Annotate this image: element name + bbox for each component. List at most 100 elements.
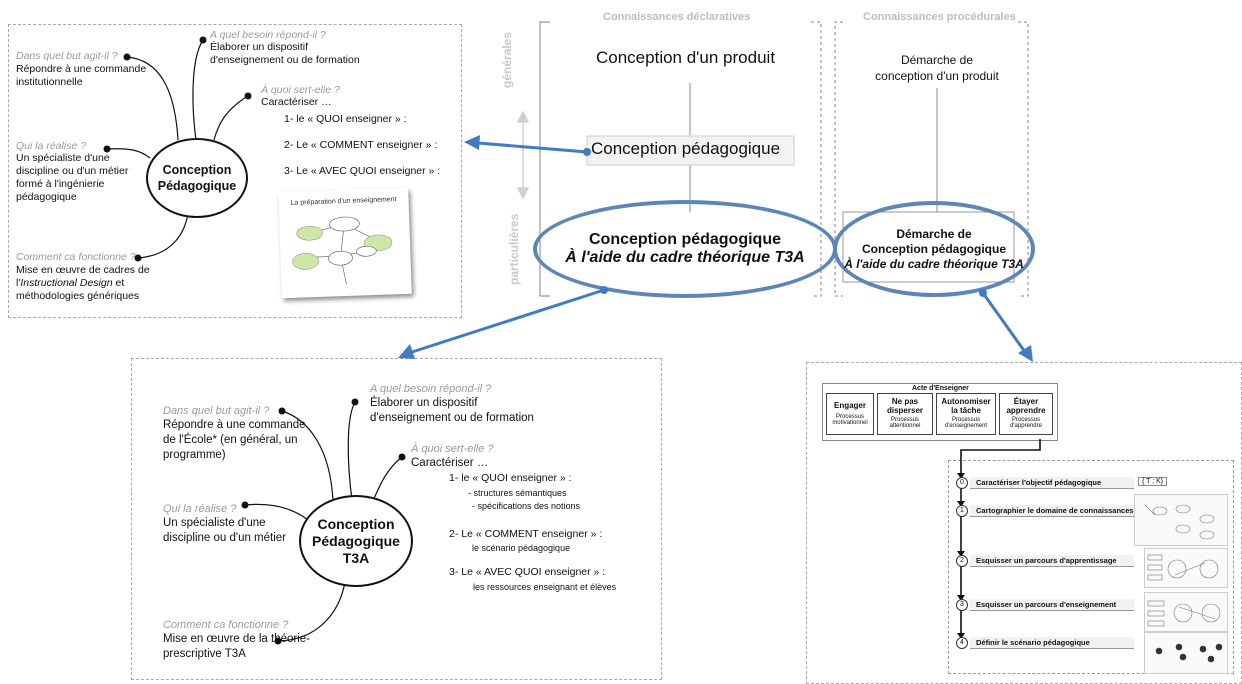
hdr-declaratives: Connaissances déclaratives — [603, 11, 751, 23]
tl-answer-qui-line: discipline ou d'un métier — [16, 165, 129, 177]
step-2-label: Esquisser un parcours d'apprentissage — [970, 555, 1134, 567]
bl-item-2: 2- Le « COMMENT enseigner » : — [449, 528, 603, 540]
tl-answer-but-line: Répondre à une commande — [16, 63, 147, 75]
top-left-panel — [8, 24, 462, 318]
step-3-thumbnail-drawing — [1147, 600, 1221, 627]
acte-title: Acte d'Enseigner — [912, 385, 969, 392]
step-3-number: 3 — [956, 599, 968, 611]
demarche-produit-line: conception d'un produit — [875, 69, 999, 83]
acte-box-disperser: Ne pas disperser Processus attentionnel — [877, 393, 933, 435]
center-ellipse-t3a: Conception pédagogique À l'aide du cadre… — [533, 200, 837, 298]
conception-pedagogique-box: Conception pédagogique — [591, 139, 781, 158]
acte-box-title: Étayer apprendre — [1006, 397, 1046, 415]
tl-answer-qui-line: Un spécialiste d'une — [16, 152, 110, 164]
tl-question-comment: Comment ca fonctionne ? — [16, 251, 136, 263]
bl-question-qui: Qui la réalise ? — [163, 503, 237, 515]
bl-answer-besoin-line: d'enseignement ou de formation — [370, 412, 534, 424]
tl-item-3: 3- Le « AVEC QUOI enseigner » : — [284, 165, 441, 177]
bl-answer-but-line: Répondre à une commande — [163, 419, 306, 431]
top-left-connectors — [103, 36, 252, 262]
step-4-number: 4 — [956, 637, 968, 649]
right-ellipse-line2: Conception pédagogique — [862, 241, 1006, 256]
acte-box-title: Ne pas disperser — [886, 397, 924, 415]
step-1-number: 1 — [956, 505, 968, 517]
tl-answer-qui-line: pédagogique — [16, 191, 77, 203]
right-ellipse-line1: Démarche de — [896, 226, 972, 241]
tl-answer-besoin: Élaborer un dispositif d'enseignement ou… — [210, 41, 360, 67]
bl-answer-qui-line: Un spécialiste d'une — [163, 517, 266, 529]
demarche-produit: Démarche de conception d'un produit — [862, 52, 1012, 84]
tl-item-2: 2- Le « COMMENT enseigner » : — [284, 139, 438, 151]
tl-question-sert: À quoi sert-elle ? — [261, 84, 340, 96]
center-ellipse-line2: À l'aide du cadre théorique T3A — [565, 249, 805, 266]
step-2-thumbnail — [1144, 548, 1228, 588]
tl-center-line: Pédagogique — [157, 179, 237, 193]
conception-produit: Conception d'un produit — [596, 48, 776, 67]
bl-answer-sert: Caractériser … — [411, 457, 489, 469]
tl-center-line: Conception — [162, 163, 232, 177]
step-1-thumbnail-drawing — [1144, 504, 1215, 540]
tl-answer-besoin-line: Élaborer un dispositif — [210, 41, 309, 53]
tl-question-but: Dans quel but agit-il ? — [16, 50, 118, 62]
bl-item-2-sub: le scénario pédagogique — [472, 543, 571, 553]
bl-item-3-sub: les ressources enseignant et élèves — [473, 582, 617, 592]
bl-item-3: 3- Le « AVEC QUOI enseigner » : — [449, 566, 606, 578]
hdr-procedurales: Connaissances procédurales — [863, 11, 1016, 23]
acte-box-sub: Processus attentionnel — [889, 417, 921, 429]
bl-answer-besoin: Élaborer un dispositif d'enseignement ou… — [370, 396, 534, 426]
center-ellipse-line1: Conception pédagogique — [589, 231, 781, 248]
bl-answer-besoin-line: Élaborer un dispositif — [370, 397, 478, 409]
acte-box-engager: Engager Processus motivationnel — [826, 393, 874, 435]
tl-comment-part: et — [112, 277, 125, 289]
tl-answer-comment-line: méthodologies génériques — [16, 290, 140, 302]
bl-question-comment: Comment ca fonctionne ? — [163, 619, 289, 631]
bl-center-line: T3A — [342, 549, 370, 566]
bottom-left-panel — [131, 358, 662, 680]
step-4-thumbnail-drawing — [1155, 643, 1223, 663]
bl-answer-but-line: de l'École* (en général, un — [163, 434, 298, 446]
tl-answer-comment: Mise en œuvre de cadres de l'Instruction… — [16, 264, 150, 303]
step-1-thumbnail — [1134, 494, 1228, 546]
bl-answer-but: Répondre à une commande de l'École* (en … — [163, 418, 306, 463]
acte-box-etayer: Étayer apprendre Processus d'apprendre — [999, 393, 1053, 435]
acte-box-autonomiser: Autonomiser la tâche Processus d'enseign… — [936, 393, 996, 435]
tl-answer-qui: Un spécialiste d'une discipline ou d'un … — [16, 152, 128, 204]
step-0-label: Caractériser l'objectif pédagogique — [970, 477, 1134, 489]
bl-center-ellipse: Conception Pédagogique T3A — [299, 495, 413, 587]
tl-answer-but-line: institutionnelle — [16, 76, 83, 88]
bl-question-besoin: A quel besoin répond-il ? — [370, 383, 492, 395]
bl-answer-comment-line: Mise en œuvre de la théorie- — [163, 633, 311, 645]
bl-question-but: Dans quel but agit-il ? — [163, 405, 270, 417]
tl-answer-but: Répondre à une commande institutionnelle — [16, 63, 146, 89]
acte-box-sub: Processus d'apprendre — [1010, 417, 1042, 429]
step-4-thumbnail — [1144, 632, 1228, 674]
step-1-label: Cartographier le domaine de connaissance… — [970, 505, 1134, 517]
acte-box-sub: Processus d'enseignement — [944, 417, 988, 429]
tl-item-1: 1- le « QUOI enseigner » : — [284, 113, 407, 125]
tl-center-ellipse: Conception Pédagogique — [146, 138, 248, 218]
demarche-produit-line: Démarche de — [900, 53, 974, 67]
step-0-number: 0 — [956, 477, 968, 489]
bl-item-1-sub-1: - structures sémantiques — [468, 488, 567, 498]
acte-box-sub: Processus motivationnel — [832, 414, 868, 426]
tl-answer-qui-line: formé à l'ingénierie — [16, 178, 105, 190]
bl-item-1: 1- le « QUOI enseigner » : — [449, 472, 572, 484]
right-ellipse-line3: À l'aide du cadre théorique T3A — [844, 256, 1024, 271]
steps-panel — [948, 460, 1234, 674]
step-3-label: Esquisser un parcours d'enseignement — [970, 599, 1134, 611]
tl-answer-besoin-line: d'enseignement ou de formation — [210, 54, 360, 66]
tl-comment-part: l' — [16, 277, 21, 289]
step-4-label: Définir le scénario pédagogique — [970, 637, 1134, 649]
tl-slide-thumbnail: La préparation d'un enseignement — [278, 187, 412, 299]
tl-question-besoin: A quel besoin répond-il ? — [210, 29, 326, 41]
bl-center-line: Conception — [317, 515, 395, 532]
acte-box-title: Engager — [833, 401, 866, 410]
step-2-thumbnail-drawing — [1147, 554, 1219, 581]
bl-item-1-sub-2: - spécifications des notions — [472, 501, 581, 511]
step-2-number: 2 — [956, 555, 968, 567]
tl-question-qui: Qui la réalise ? — [16, 140, 87, 152]
bl-answer-qui-line: discipline ou d'un métier — [163, 532, 287, 544]
acte-box-title: Autonomiser la tâche — [941, 397, 991, 415]
